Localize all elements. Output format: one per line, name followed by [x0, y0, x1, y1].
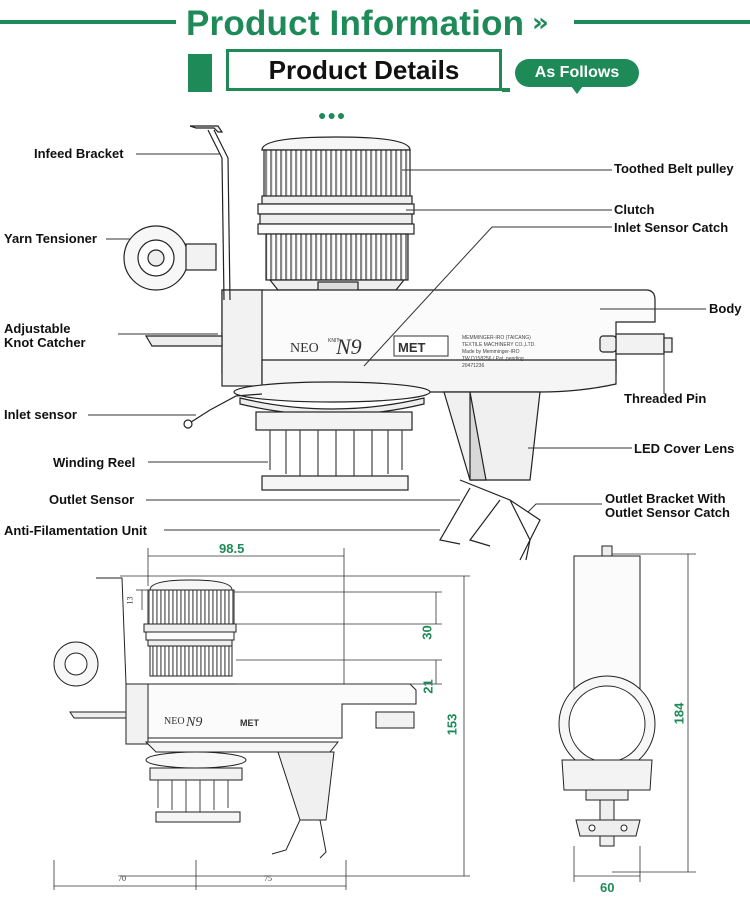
svg-text:TEXTILE MACHINERY CO.,LTD.: TEXTILE MACHINERY CO.,LTD. — [462, 342, 536, 348]
label-inlet-sensor-catch: Inlet Sensor Catch — [614, 220, 729, 235]
label-anti-filamentation-unit: Anti-Filamentation Unit — [4, 523, 147, 538]
dim-side-width: 60 — [600, 880, 615, 895]
side-dimension-view — [558, 545, 656, 847]
label-outlet-bracket: Outlet Bracket With Outlet Sensor Catch — [605, 491, 730, 520]
dim-width-top: 98.5 — [219, 541, 245, 556]
label-adjustable-knot-catcher: Adjustable Knot Catcher — [4, 321, 86, 350]
label-body: Body — [709, 301, 742, 316]
label-inlet-sensor: Inlet sensor — [4, 407, 77, 422]
brand-text: NEO — [290, 341, 319, 356]
dim-belt-gap: 30 — [419, 625, 435, 640]
dimension-lines-front — [53, 548, 470, 890]
brand-text-small: NEO — [164, 716, 185, 727]
dim-clutch-gap: 21 — [420, 679, 436, 694]
section-tab — [188, 54, 212, 92]
label-winding-reel: Winding Reel — [53, 455, 136, 470]
model-text: N9 — [335, 334, 362, 359]
top-device — [123, 125, 673, 561]
model-text-small: N9 — [185, 715, 202, 730]
as-follows-badge: As Follows — [515, 59, 639, 87]
met-logo: MET — [398, 340, 426, 355]
header-rule-right — [574, 20, 750, 24]
svg-text:Made by Memminger-IRO: Made by Memminger-IRO — [462, 349, 520, 355]
dimension-lines-side — [573, 553, 696, 882]
label-toothed-belt-pulley: Toothed Belt pulley — [614, 161, 734, 176]
double-chevron-right-icon: » — [532, 8, 549, 38]
dim-small-top: 13 — [125, 596, 135, 605]
label-infeed-bracket: Infeed Bracket — [34, 146, 124, 161]
label-yarn-tensioner: Yarn Tensioner — [4, 231, 97, 246]
svg-text:TW D158256 / Pat. pending: TW D158256 / Pat. pending — [462, 356, 524, 362]
dim-bottom-left: 70 — [118, 874, 126, 883]
dots-icon: ●●● — [318, 107, 347, 123]
nameplate: MEMMINGER-IRO (TAICANG) TEXTILE MACHINER… — [462, 335, 536, 369]
leader-lines — [88, 153, 706, 531]
front-dimension-view — [53, 577, 417, 859]
met-logo-small: MET — [240, 718, 260, 728]
svg-text:MEMMINGER-IRO (TAICANG): MEMMINGER-IRO (TAICANG) — [462, 335, 531, 341]
label-clutch: Clutch — [614, 202, 655, 217]
label-outlet-sensor: Outlet Sensor — [49, 492, 135, 507]
label-threaded-pin: Threaded Pin — [624, 391, 707, 406]
dim-side-height: 184 — [671, 702, 687, 725]
svg-text:20471236: 20471236 — [462, 363, 484, 369]
label-led-cover-lens: LED Cover Lens — [634, 441, 735, 456]
section-subtitle: Product Details — [226, 49, 502, 91]
brand-sup-text: KNIT — [328, 338, 339, 344]
header-rule-left — [0, 20, 176, 24]
dim-total-height: 153 — [444, 713, 460, 736]
badge-pointer — [571, 86, 583, 94]
page-title: Product Information — [186, 4, 525, 43]
dim-bottom-right: 75 — [264, 874, 272, 883]
subtitle-underline — [502, 88, 510, 92]
